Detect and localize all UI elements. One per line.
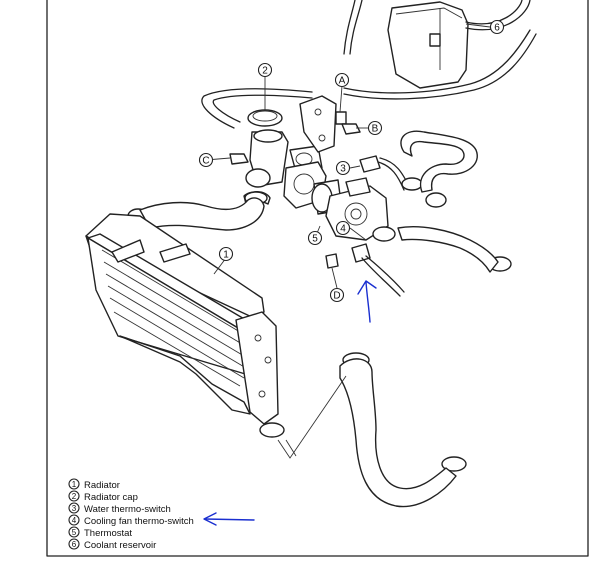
svg-text:3: 3 [340,164,346,175]
svg-text:Radiator cap: Radiator cap [84,492,138,503]
bolt-c [229,153,249,165]
svg-text:2: 2 [72,492,77,501]
upper-right-hose [400,130,478,193]
callout-c: C [198,152,214,168]
annotation-arrow-switch [357,280,377,323]
svg-text:4: 4 [340,224,346,235]
svg-text:2: 2 [262,66,268,77]
legend-item-2: 2 Radiator cap [68,490,138,503]
lower-right-hose [397,226,499,273]
svg-text:4: 4 [72,516,77,525]
thermostat-housing [283,161,389,241]
hose-clamp [425,192,447,208]
callout-5: 5 [307,230,323,246]
svg-text:1: 1 [223,250,229,261]
callout-d: D [329,287,345,303]
legend-item-4: 4 Cooling fan thermo-switch [68,514,194,527]
svg-text:Coolant reservoir: Coolant reservoir [84,540,156,551]
callout-b: B [367,120,383,136]
legend: 1 Radiator 2 Radiator cap 3 Water thermo… [68,478,194,551]
callout-1: 1 [218,246,234,262]
svg-text:5: 5 [72,528,77,537]
cooling-fan-thermo-switch [351,243,405,297]
callout-4: 4 [335,220,351,236]
svg-text:Water thermo-switch: Water thermo-switch [84,504,171,515]
legend-item-1: 1 Radiator [68,478,120,491]
callout-3: 3 [335,160,351,176]
leader-line [277,375,347,459]
svg-text:B: B [372,124,379,135]
radiator [85,213,285,438]
svg-text:6: 6 [494,23,500,34]
legend-item-6: 6 Coolant reservoir [68,538,156,551]
svg-text:6: 6 [72,540,77,549]
upper-radiator-hose [139,197,265,231]
bolt-a [335,111,347,125]
legend-item-5: 5 Thermostat [68,526,132,539]
svg-text:A: A [339,76,346,87]
svg-text:3: 3 [72,504,77,513]
hose-clamp [372,226,396,242]
svg-text:D: D [333,291,340,302]
svg-text:Radiator: Radiator [84,480,120,491]
svg-text:5: 5 [312,234,318,245]
page-border [46,0,589,557]
legend-item-3: 3 Water thermo-switch [68,502,171,515]
callout-6: 6 [489,19,505,35]
hose-clamp [401,177,423,191]
coolant-reservoir [343,0,531,89]
bolt-d [325,253,339,269]
lower-radiator-hose [339,358,457,508]
svg-text:Cooling fan thermo-switch: Cooling fan thermo-switch [84,516,194,527]
leader-line [285,439,297,457]
annotation-arrow-legend [203,512,255,526]
bolt-b [341,123,361,135]
svg-text:1: 1 [72,480,77,489]
svg-text:Thermostat: Thermostat [84,528,132,539]
callout-a: A [334,72,350,88]
mounting-bracket [299,95,337,153]
svg-text:C: C [202,156,209,167]
callout-2: 2 [257,62,273,78]
overflow-hose [201,88,313,129]
hose-clamp [441,456,467,472]
